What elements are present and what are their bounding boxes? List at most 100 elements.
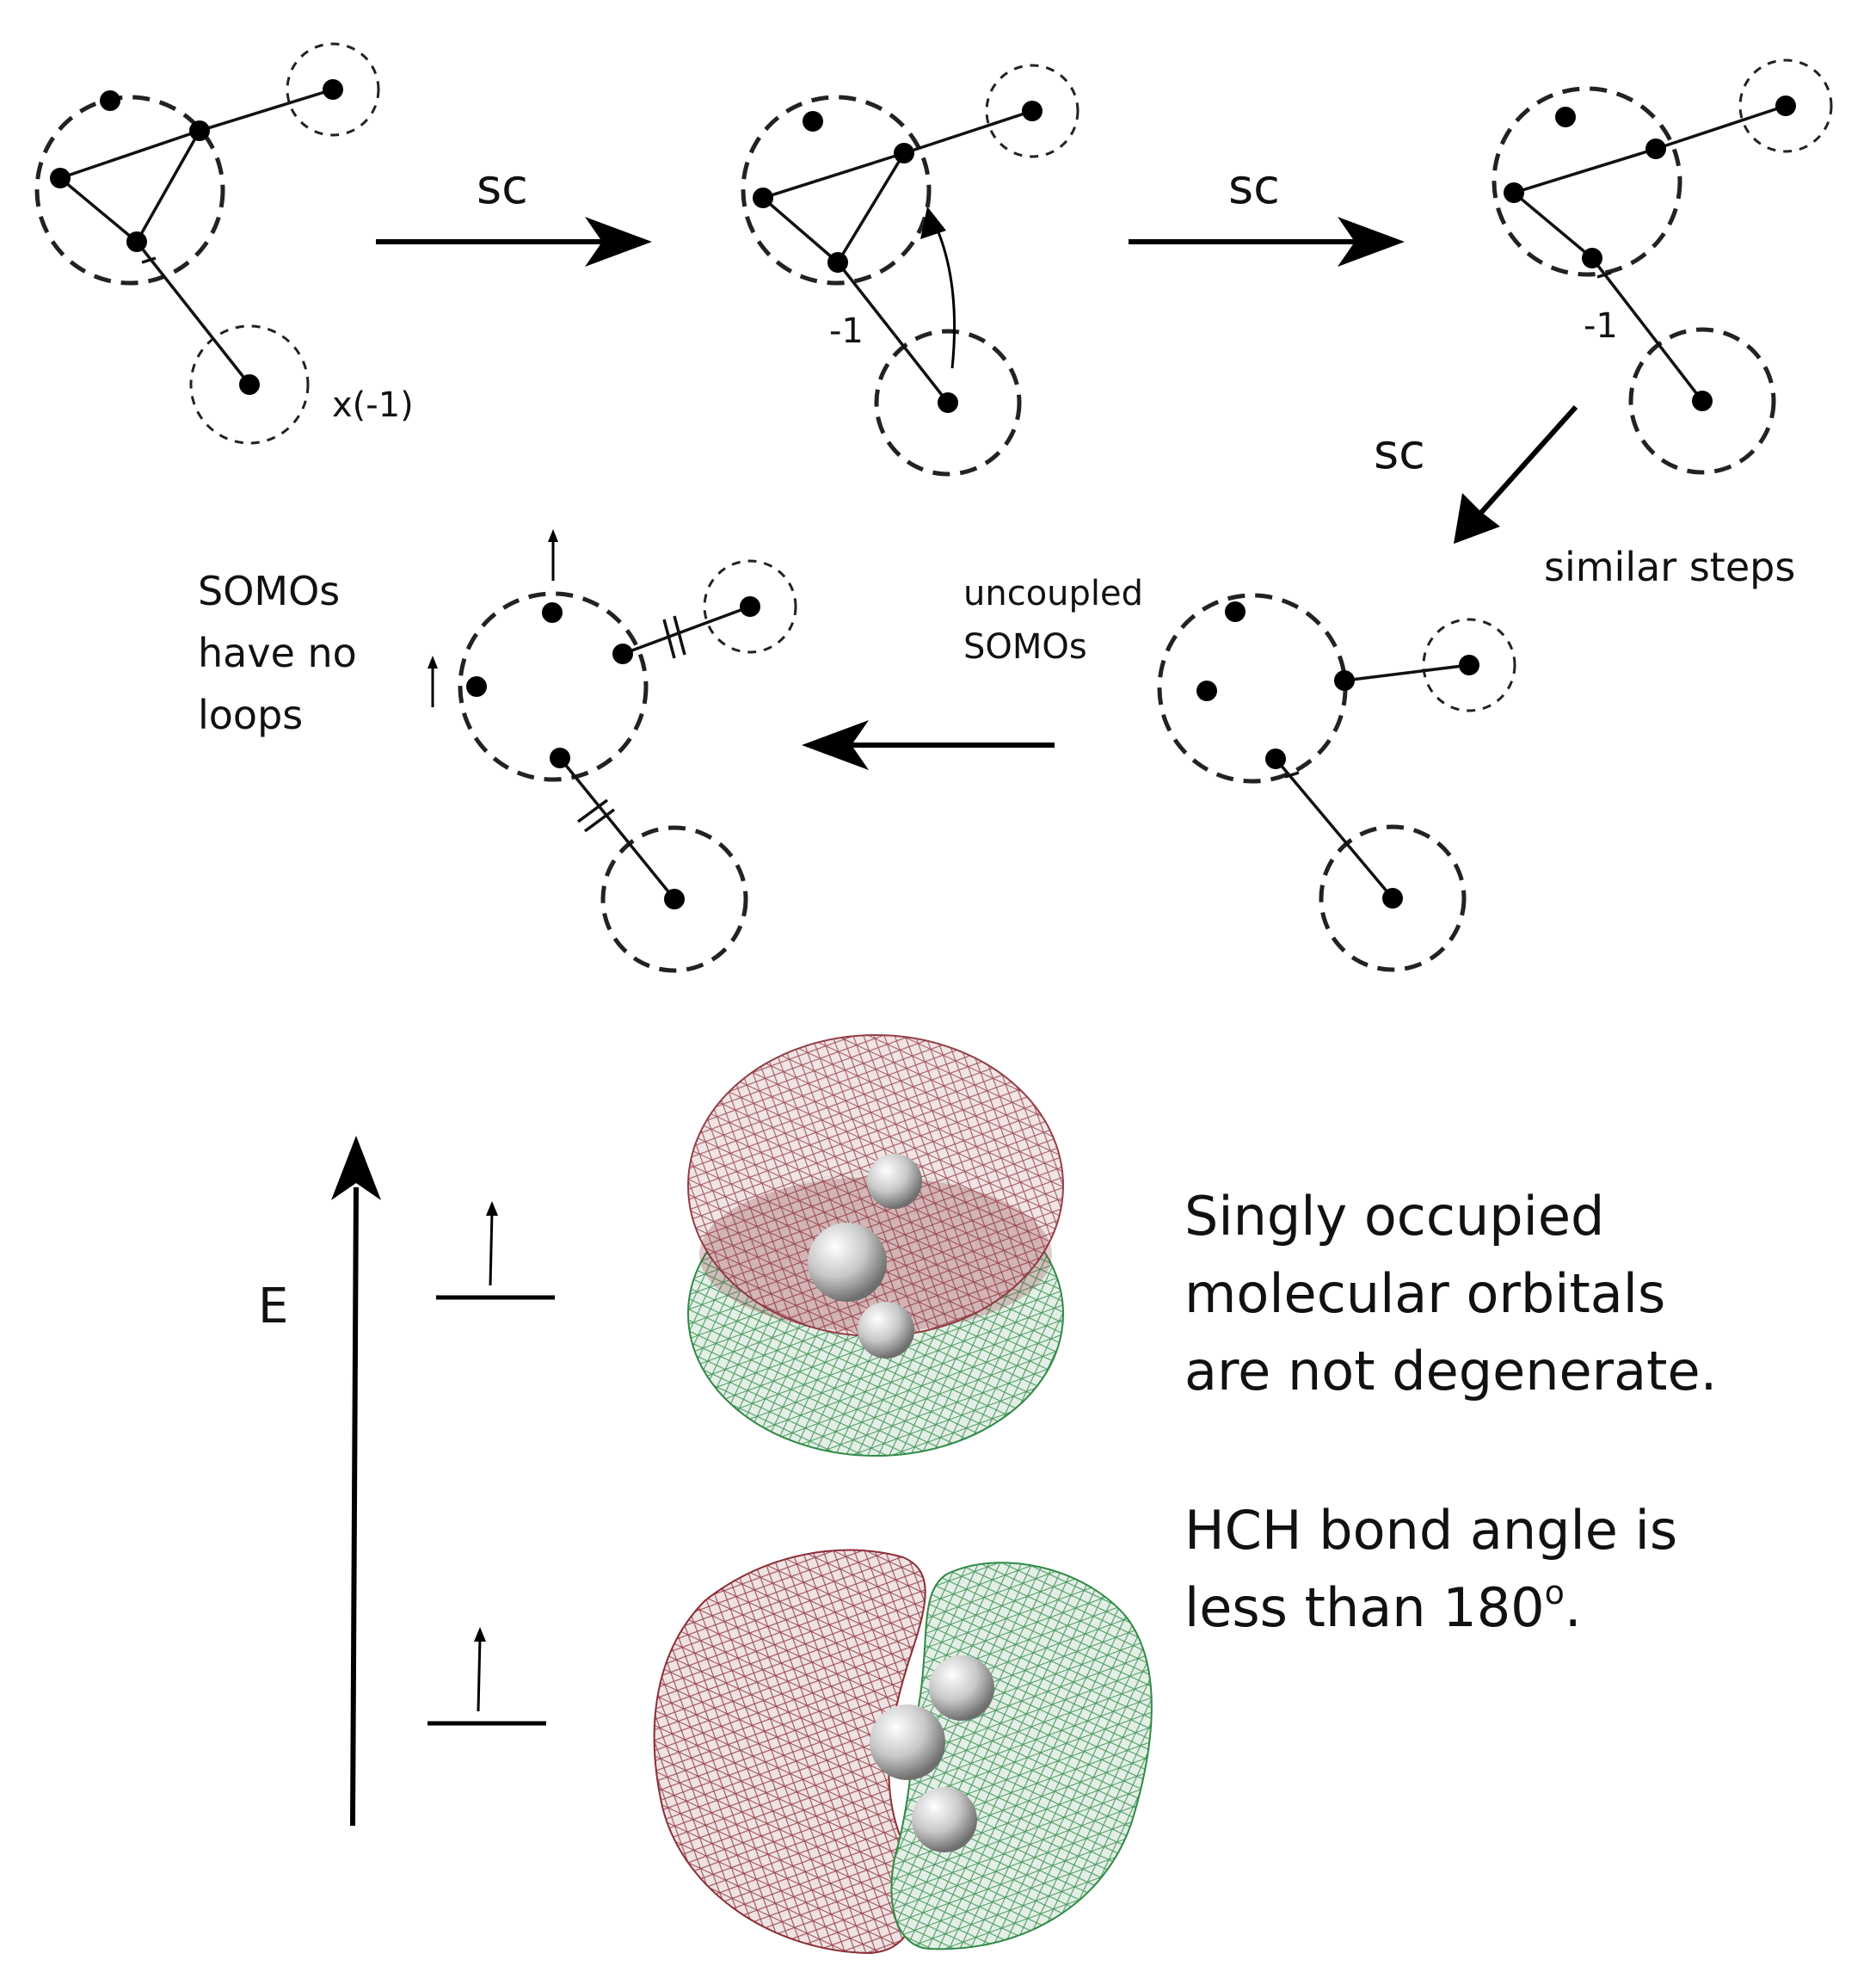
dashed-circle [1422, 618, 1516, 712]
uncoupled-label: uncoupled [963, 574, 1143, 613]
orbital-lower [653, 1549, 1153, 1955]
dashed-circle [1319, 824, 1467, 972]
bond-line [1590, 256, 1704, 403]
atom-dot [466, 676, 487, 697]
sc-label: sc [1228, 159, 1280, 215]
energy-axis-label: E [258, 1279, 288, 1334]
caption-line: HCH bond angle is [1184, 1499, 1677, 1562]
bond-line [58, 176, 138, 243]
bond-line [199, 88, 334, 132]
atom-dot [1265, 749, 1286, 769]
atom-dot [938, 392, 958, 413]
reaction-arrow-2: sc [1129, 159, 1405, 267]
reaction-arrow-3: sc similar steps [1374, 404, 1795, 590]
energy-axis [350, 1186, 359, 1827]
caption-bond-angle: HCH bond angle is less than 180o. [1184, 1499, 1677, 1639]
bond-line [903, 109, 1033, 155]
energy-diagram: E [258, 1136, 555, 1827]
bond-line [1274, 757, 1394, 900]
bond-tick [1596, 271, 1612, 279]
caption-line: are not degenerate. [1184, 1340, 1717, 1402]
bond-tick [662, 619, 676, 659]
dashed-circle [985, 64, 1079, 158]
bond-tick [141, 256, 157, 264]
graph-step-1: x(-1) [34, 42, 414, 445]
bond-line [1655, 104, 1787, 151]
atom-dot [1555, 107, 1576, 127]
dashed-circle [703, 559, 797, 654]
atom-dot [1022, 101, 1043, 121]
curved-arrow [929, 214, 956, 369]
atom-dot [550, 748, 570, 768]
uncoupled-label: SOMOs [963, 627, 1087, 667]
atom-dot [100, 90, 120, 111]
bond-line [1512, 191, 1594, 260]
atom-dot [542, 602, 563, 623]
reaction-arrow-1: sc [376, 159, 652, 267]
atom-dot [1196, 681, 1217, 701]
bond-tick [583, 808, 616, 833]
bond-tick [1284, 771, 1300, 779]
carbon-atom [808, 1223, 887, 1302]
orbital-lobe-red [653, 1549, 926, 1955]
sc-label: sc [477, 159, 528, 215]
bond-line [622, 605, 751, 656]
dashed-circle [874, 329, 1022, 477]
atom-dot [1334, 670, 1355, 691]
bond-tick [673, 615, 686, 656]
bond-line [1513, 147, 1657, 194]
dashed-circle [34, 95, 225, 286]
atom-dot [239, 374, 260, 395]
dashed-circle [458, 591, 649, 782]
bond-line [762, 151, 905, 200]
bond-line [1344, 663, 1470, 682]
atom-dot [1504, 182, 1524, 203]
dashed-circle [1738, 59, 1833, 153]
hydrogen-atom [912, 1787, 977, 1852]
atom-dot [664, 889, 685, 909]
caption-line: Singly occupied [1184, 1185, 1604, 1248]
bond-line [135, 240, 251, 386]
atom-dot [1582, 248, 1602, 268]
dashed-circle [1157, 593, 1348, 784]
carbon-atom [870, 1704, 945, 1780]
hydrogen-atom [867, 1154, 922, 1209]
dashed-circle [600, 825, 748, 973]
bond-tick [576, 798, 609, 823]
bond-line [761, 196, 840, 264]
hydrogen-atom [929, 1655, 994, 1721]
caption-degeneracy: Singly occupied molecular orbitals are n… [1184, 1185, 1717, 1402]
dashed-circle [286, 42, 380, 137]
somos-label: loops [198, 692, 303, 738]
dashed-circle [1492, 86, 1682, 277]
somos-label: have no [198, 630, 357, 676]
graph-step-4 [1157, 593, 1516, 972]
caption-line: less than 180o. [1184, 1574, 1582, 1639]
minus-one-label: -1 [1584, 306, 1618, 346]
reaction-arrow-4 [802, 720, 1055, 770]
atom-dot [126, 231, 147, 252]
bond-line [836, 152, 906, 263]
atom-dot [894, 143, 914, 163]
dashed-circle [1628, 327, 1776, 475]
somos-label: SOMOs [198, 568, 340, 614]
atom-dot [740, 596, 760, 617]
hydrogen-atom [858, 1302, 914, 1359]
atom-dot [189, 120, 210, 141]
spin-up-arrow [477, 1636, 482, 1712]
graph-step-5 [427, 529, 797, 973]
atom-dot [1692, 391, 1713, 411]
atom-dot [1225, 601, 1246, 622]
atom-dot [1382, 888, 1403, 909]
atom-dot [803, 111, 823, 132]
atom-dot [1775, 96, 1796, 116]
atom-dot [753, 188, 773, 208]
atom-dot [612, 644, 633, 664]
atom-dot [323, 79, 343, 100]
atom-dot [1645, 139, 1666, 159]
bond-line [558, 756, 676, 901]
bond-line [836, 261, 950, 404]
dashed-circle [741, 95, 932, 286]
caption-line: molecular orbitals [1184, 1262, 1665, 1325]
